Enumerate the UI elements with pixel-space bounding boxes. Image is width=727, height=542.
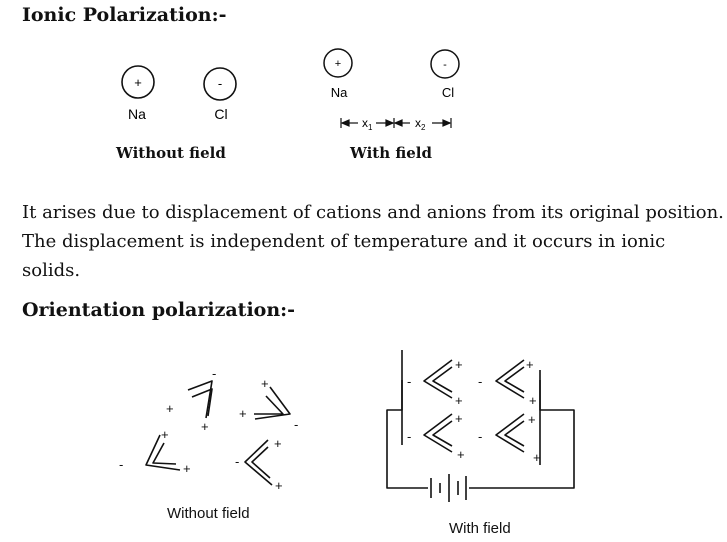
- dipole-aligned-1: [423, 359, 453, 399]
- orientation-polarization-heading: Orientation polarization:-: [22, 299, 296, 321]
- dipole-random-2: [254, 386, 291, 420]
- na-ion-circle-field: [323, 48, 353, 78]
- plus-sign: +: [529, 393, 537, 408]
- ionic-polarization-figure: + - Na Cl + - Na Cl x1 x2: [121, 48, 460, 132]
- x2-label: x2: [415, 116, 426, 132]
- with-field-caption-orientation: With field: [449, 520, 511, 537]
- x1-label: x1: [362, 116, 373, 132]
- minus-sign: -: [235, 454, 239, 469]
- plus-sign: +: [526, 357, 534, 372]
- minus-sign: -: [478, 374, 482, 389]
- plus-sign: +: [455, 411, 463, 426]
- cl-label: Cl: [214, 106, 227, 122]
- plus-sign: +: [183, 461, 191, 476]
- na-ion-circle: [121, 65, 155, 99]
- na-label: Na: [128, 106, 146, 122]
- plus-sign: +: [166, 401, 174, 416]
- plus-sign: +: [261, 376, 269, 391]
- minus-sign: -: [212, 366, 216, 381]
- plus-sign: +: [533, 450, 541, 465]
- na-label-field: Na: [331, 85, 348, 100]
- minus-sign: -: [407, 429, 411, 444]
- cl-ion-sign: -: [218, 76, 222, 91]
- cl-ion-circle-field: [430, 49, 460, 79]
- ionic-polarization-heading: Ionic Polarization:-: [22, 4, 227, 26]
- plus-sign: +: [457, 447, 465, 462]
- minus-sign: -: [478, 429, 482, 444]
- plus-sign: +: [274, 436, 282, 451]
- na-ion-sign-field: +: [335, 58, 341, 70]
- plus-sign: +: [528, 412, 536, 427]
- plus-sign: +: [161, 427, 169, 442]
- dipole-random-4: [244, 439, 273, 486]
- plus-sign: +: [201, 419, 209, 434]
- cl-label-field: Cl: [442, 85, 454, 100]
- dipole-random-3: [145, 434, 181, 471]
- dipole-aligned-4: [495, 413, 525, 453]
- minus-sign: -: [294, 417, 298, 432]
- dipole-random-1: [187, 380, 213, 419]
- paragraph-line-2: The displacement is independent of tempe…: [22, 231, 666, 252]
- na-ion-sign: +: [134, 75, 142, 90]
- dipole-aligned-2: [495, 359, 525, 399]
- without-field-caption-ionic: Without field: [116, 144, 226, 162]
- paragraph-line-3: solids.: [22, 260, 81, 281]
- with-field-diagram: + - Na Cl x1 x2: [323, 48, 460, 132]
- ionic-polarization-description: It arises due to displacement of cations…: [22, 198, 724, 285]
- without-field-caption-orientation: Without field: [167, 505, 250, 522]
- battery: [430, 474, 467, 502]
- minus-sign: -: [407, 374, 411, 389]
- dipole-aligned-3: [423, 413, 453, 453]
- cl-ion-circle: [203, 67, 237, 101]
- minus-sign: -: [119, 457, 123, 472]
- plus-sign: +: [455, 393, 463, 408]
- cl-ion-sign-field: -: [443, 59, 447, 71]
- without-field-diagram: + - Na Cl: [121, 65, 237, 122]
- with-field-caption-ionic: With field: [350, 144, 432, 162]
- plus-sign: +: [455, 357, 463, 372]
- plus-sign: +: [239, 406, 247, 421]
- paragraph-line-1: It arises due to displacement of cations…: [22, 202, 724, 223]
- displacement-arrows: [340, 118, 452, 128]
- plus-sign: +: [275, 478, 283, 493]
- circuit-wire: [386, 350, 575, 489]
